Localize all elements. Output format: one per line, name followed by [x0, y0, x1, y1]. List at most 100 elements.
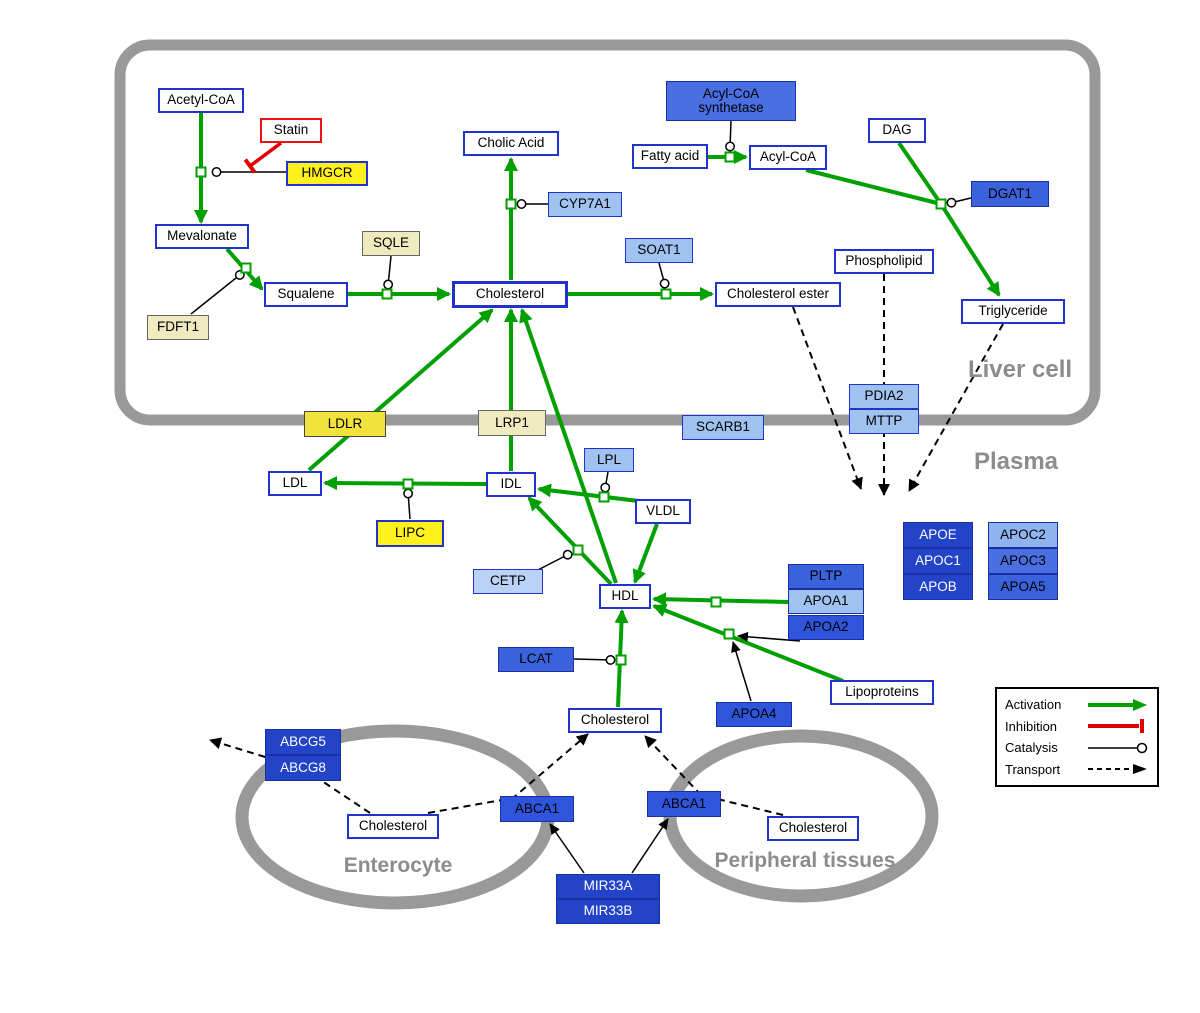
edge-statin-inhibits-hmgcr [243, 141, 283, 174]
node-cholesterol-liver[interactable]: Cholesterol [452, 280, 568, 308]
node-cholic-acid[interactable]: Cholic Acid [463, 130, 559, 156]
node-cholesterol-plasma[interactable]: Cholesterol [568, 707, 662, 733]
node-mevalonate[interactable]: Mevalonate [155, 223, 249, 249]
node-lipc[interactable]: LIPC [376, 519, 444, 547]
legend-row-catalysis: Catalysis [1005, 737, 1149, 758]
node-acyl-coa-synthetase[interactable]: Acyl-CoA synthetase [666, 81, 796, 121]
reaction-node [572, 544, 584, 556]
enterocyte-label: Enterocyte [343, 854, 453, 877]
node-apoa4[interactable]: APOA4 [716, 701, 792, 727]
legend-catalysis-label: Catalysis [1005, 740, 1058, 756]
legend-transport-label: Transport [1005, 761, 1061, 777]
node-hmgcr[interactable]: HMGCR [286, 160, 368, 186]
legend-row-transport: Transport [1005, 759, 1149, 780]
node-dgat1[interactable]: DGAT1 [971, 181, 1049, 207]
node-hdl[interactable]: HDL [599, 583, 651, 609]
node-abcg5[interactable]: ABCG5 [265, 729, 341, 755]
node-vldl[interactable]: VLDL [635, 498, 691, 524]
legend: Activation Inhibition Catalysis Transpor… [995, 687, 1159, 787]
node-sqle[interactable]: SQLE [362, 230, 420, 256]
reaction-node [381, 288, 393, 300]
edge-ldl-to-cholesterol-via-ldlr [307, 308, 494, 472]
node-statin[interactable]: Statin [260, 117, 322, 143]
node-apob[interactable]: APOB [903, 574, 973, 600]
node-acyl-coa[interactable]: Acyl-CoA [749, 144, 827, 170]
liver-cell-label: Liver cell [967, 356, 1073, 383]
reaction-node [505, 198, 517, 210]
legend-activation-label: Activation [1005, 697, 1062, 713]
edge-vldl-to-idl [537, 483, 648, 504]
node-dag[interactable]: DAG [868, 117, 926, 143]
edge-acyl-coa-synthetase-catalysis [725, 120, 736, 152]
reaction-node [710, 596, 722, 608]
edge-apoa2-to-reaction [737, 631, 801, 642]
node-apoc3[interactable]: APOC3 [988, 548, 1058, 574]
node-fdft1[interactable]: FDFT1 [147, 314, 209, 340]
node-mttp[interactable]: MTTP [849, 408, 919, 434]
node-fatty-acid[interactable]: Fatty acid [632, 143, 708, 169]
legend-inhibition-label: Inhibition [1005, 718, 1058, 734]
node-cholesterol-peripheral[interactable]: Cholesterol [767, 815, 859, 841]
node-apoa1[interactable]: APOA1 [788, 588, 864, 614]
node-cyp7a1[interactable]: CYP7A1 [548, 191, 622, 217]
node-acetyl-coa[interactable]: Acetyl-CoA [158, 87, 244, 113]
edge-soat1-catalysis [658, 262, 670, 289]
edge-vldl-to-hdl [632, 523, 659, 584]
node-phospholipid[interactable]: Phospholipid [834, 248, 934, 274]
node-pltp[interactable]: PLTP [788, 563, 864, 589]
edge-lipoproteins-to-hdl [652, 603, 844, 683]
node-cholesterol-enterocyte[interactable]: Cholesterol [347, 813, 439, 839]
node-triglyceride[interactable]: Triglyceride [961, 298, 1065, 324]
node-cholesterol-ester[interactable]: Cholesterol ester [715, 281, 841, 307]
edge-mir33-to-abca1-peripheral [631, 818, 669, 874]
node-idl[interactable]: IDL [486, 471, 536, 497]
node-lcat[interactable]: LCAT [498, 646, 574, 672]
edge-acyl-coa-to-junction [805, 168, 942, 206]
node-lpl[interactable]: LPL [584, 448, 634, 472]
reaction-node [598, 491, 610, 503]
node-ldl[interactable]: LDL [268, 470, 322, 496]
node-lipoproteins[interactable]: Lipoproteins [830, 679, 934, 705]
catalysis-symbol [1088, 742, 1148, 753]
node-apoc1[interactable]: APOC1 [903, 548, 973, 574]
edge-lcat-catalysis [573, 655, 616, 665]
node-soat1[interactable]: SOAT1 [625, 237, 693, 263]
edge-cholesterol-to-abcg-transport [209, 737, 371, 814]
reaction-node [723, 628, 735, 640]
node-cetp[interactable]: CETP [473, 568, 543, 594]
edge-fdft1-catalysis [190, 269, 245, 315]
reaction-node [240, 262, 252, 274]
node-abcg8[interactable]: ABCG8 [265, 755, 341, 781]
node-squalene[interactable]: Squalene [264, 281, 348, 307]
edge-hdl-to-cholesterol [519, 308, 618, 584]
reaction-node [724, 151, 736, 163]
activation-symbol [1088, 698, 1147, 711]
node-mir33b[interactable]: MIR33B [556, 898, 660, 924]
reaction-node [195, 166, 207, 178]
node-apoa5[interactable]: APOA5 [988, 574, 1058, 600]
node-lrp1[interactable]: LRP1 [478, 410, 546, 436]
edge-dag-to-junction [897, 141, 943, 206]
node-abca1-peripheral[interactable]: ABCA1 [647, 791, 721, 817]
edge-lipc-catalysis [403, 488, 414, 520]
edge-sqle-catalysis [383, 255, 394, 290]
node-apoc2[interactable]: APOC2 [988, 522, 1058, 548]
plasma-label: Plasma [973, 448, 1059, 475]
edge-dgat1-catalysis [946, 197, 972, 208]
node-pdia2[interactable]: PDIA2 [849, 383, 919, 409]
node-apoa2[interactable]: APOA2 [788, 614, 864, 640]
edge-hdl-to-idl [527, 496, 613, 586]
edge-triglyceride-transport [908, 323, 1004, 492]
transport-symbol [1088, 764, 1147, 775]
node-abca1-enterocyte[interactable]: ABCA1 [500, 796, 574, 822]
legend-row-activation: Activation [1005, 694, 1149, 715]
node-ldlr[interactable]: LDLR [304, 411, 386, 437]
node-apoe[interactable]: APOE [903, 522, 973, 548]
reaction-node [660, 288, 672, 300]
node-mir33a[interactable]: MIR33A [556, 873, 660, 899]
node-scarb1[interactable]: SCARB1 [682, 414, 764, 440]
edge-apoa4-to-reaction [731, 641, 752, 702]
reaction-node [402, 478, 414, 490]
